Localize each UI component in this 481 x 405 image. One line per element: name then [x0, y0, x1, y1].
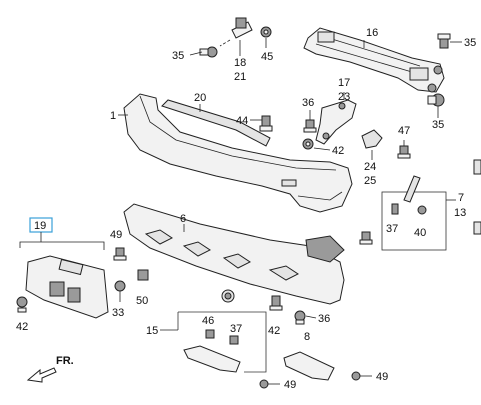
side-bracket-part — [315, 99, 357, 145]
reinforcement-beam-part — [303, 27, 445, 93]
clip-49-bottom-icon — [259, 379, 269, 389]
callout-23: 23 — [338, 91, 350, 103]
callout-42: 42 — [332, 145, 344, 157]
callout-35-lower: 35 — [432, 119, 444, 131]
bolt-35-lower-icon — [427, 93, 445, 107]
lower-bracket-left-part — [183, 345, 241, 373]
clip-46-icon — [205, 329, 215, 339]
callout-16: 16 — [366, 27, 378, 39]
bracket-24-part — [361, 129, 383, 149]
clip-49-right-icon — [351, 371, 361, 381]
bumper-cover-part — [123, 93, 353, 213]
screw-36-icon — [303, 119, 317, 133]
clip-47-icon — [397, 145, 411, 159]
callout-6: 6 — [180, 213, 186, 225]
callout-50: 50 — [136, 295, 148, 307]
front-direction-arrow-icon — [26, 367, 57, 383]
callout-36: 36 — [302, 97, 314, 109]
clip-49-icon — [113, 247, 127, 261]
callout-7: 7 — [458, 192, 464, 204]
reflector-part — [391, 175, 427, 215]
callout-18: 18 — [234, 57, 246, 69]
callout-47: 47 — [398, 125, 410, 137]
license-garnish-part — [25, 255, 109, 319]
callout-15: 15 — [146, 325, 158, 337]
callout-44: 44 — [236, 115, 248, 127]
front-direction-label: FR. — [56, 355, 74, 367]
callout-13: 13 — [454, 207, 466, 219]
callout-17: 17 — [338, 77, 350, 89]
callout-37: 37 — [386, 223, 398, 235]
callout-19[interactable]: 19 — [34, 220, 46, 232]
clip-42-icon — [16, 296, 28, 313]
lower-bracket-right-part — [283, 351, 335, 381]
grommet-45-icon — [260, 26, 272, 38]
callout-45: 45 — [261, 51, 273, 63]
callout-1: 1 — [110, 110, 116, 122]
callout-35-upper: 35 — [172, 50, 184, 62]
nut-42-icon — [302, 138, 314, 150]
callout-24: 24 — [364, 161, 376, 173]
callout-49-bottom: 49 — [284, 379, 296, 391]
callout-49-right: 49 — [376, 371, 388, 383]
callout-36-center: 36 — [318, 313, 330, 325]
callout-8: 8 — [304, 331, 310, 343]
reflector-group-box — [381, 191, 447, 251]
grommet-50-icon — [137, 269, 149, 281]
bolt-35-upper-icon — [199, 46, 218, 58]
callout-35: 35 — [464, 37, 476, 49]
callout-46: 46 — [202, 315, 214, 327]
clip-37-side-icon — [359, 231, 373, 245]
callout-40: 40 — [414, 227, 426, 239]
screw-33-icon — [114, 280, 126, 302]
callout-49: 49 — [110, 229, 122, 241]
callout-42-left: 42 — [16, 321, 28, 333]
bracket-group-box — [178, 311, 267, 373]
nut-42-center-icon — [269, 295, 283, 311]
callout-33: 33 — [112, 307, 124, 319]
callout-25: 25 — [364, 175, 376, 187]
bolt-35-icon — [437, 33, 451, 49]
clip-37-box-icon — [229, 335, 239, 345]
callout-21: 21 — [234, 71, 246, 83]
grommet-center-icon — [221, 289, 235, 303]
clip-44-icon — [259, 115, 273, 132]
bolt-8-icon — [294, 310, 306, 325]
callout-20: 20 — [194, 92, 206, 104]
lower-skid-plate-part — [123, 203, 345, 305]
upper-strip-part — [161, 99, 271, 147]
callout-37-box: 37 — [230, 323, 242, 335]
clip-assembly-icon — [219, 17, 253, 47]
callout-42-center: 42 — [268, 325, 280, 337]
